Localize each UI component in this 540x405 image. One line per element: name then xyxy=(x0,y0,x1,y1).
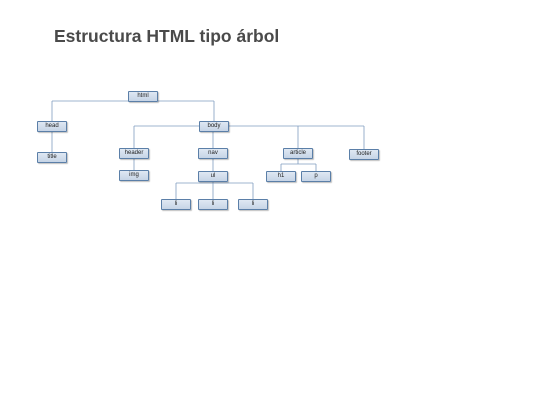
node-body: body xyxy=(199,121,229,132)
node-li-2: li xyxy=(198,199,228,210)
node-html: html xyxy=(128,91,158,102)
node-img: img xyxy=(119,170,149,181)
node-p: p xyxy=(301,171,331,182)
node-footer: footer xyxy=(349,149,379,160)
node-ul: ul xyxy=(198,171,228,182)
slide-title: Estructura HTML tipo árbol xyxy=(54,26,280,46)
node-li-1: li xyxy=(161,199,191,210)
node-header: header xyxy=(119,148,149,159)
node-li-3: li xyxy=(238,199,268,210)
node-nav: nav xyxy=(198,148,228,159)
node-article: article xyxy=(283,148,313,159)
node-head: head xyxy=(37,121,67,132)
node-title: title xyxy=(37,152,67,163)
node-h1: h1 xyxy=(266,171,296,182)
